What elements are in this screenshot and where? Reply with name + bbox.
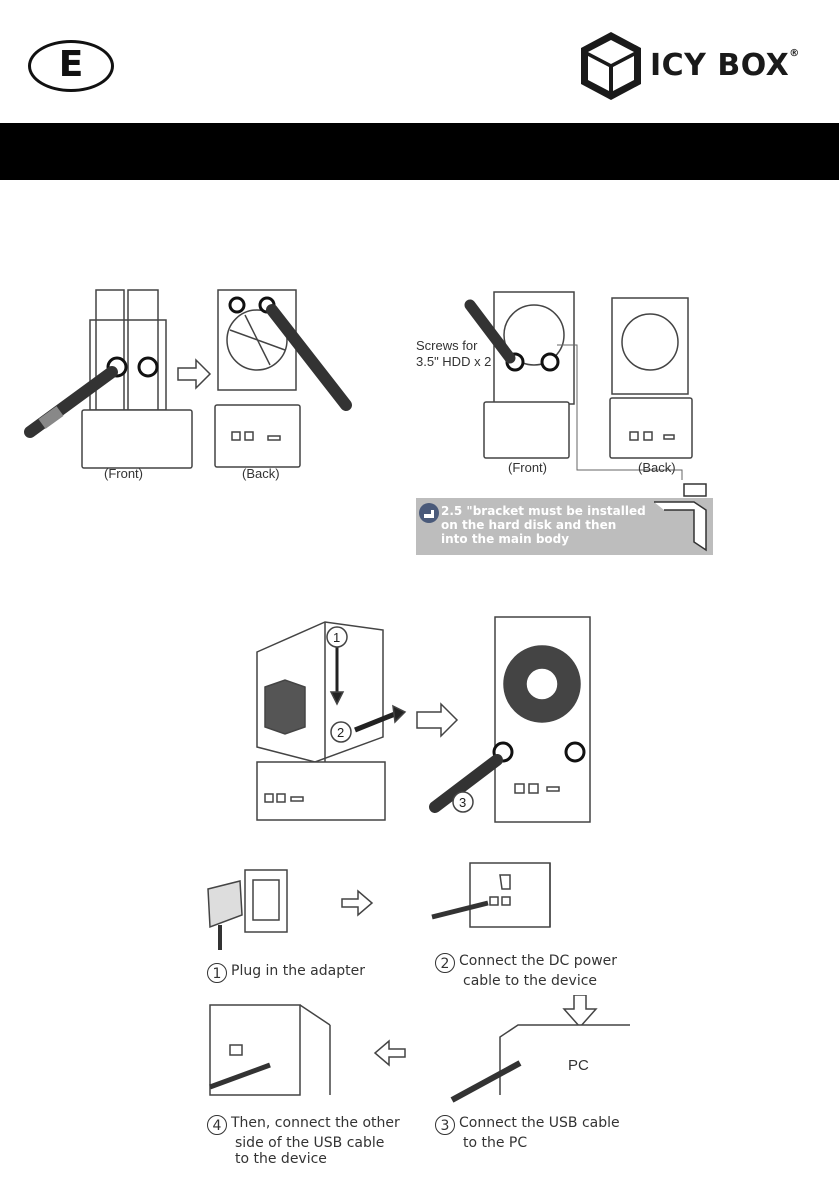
device-usb-port-image xyxy=(209,1004,331,1096)
language-badge: E xyxy=(28,40,114,92)
back-label: (Back) xyxy=(638,460,676,475)
step-number-3: 3 xyxy=(459,795,466,810)
pc-label: PC xyxy=(568,1057,589,1074)
connection-illustrations-top xyxy=(207,862,551,950)
arrow-right-icon xyxy=(416,702,459,738)
bracket-note-box: 2.5 "bracket must be installed on the ha… xyxy=(416,483,713,555)
enclosure-back-closed xyxy=(429,616,591,823)
bracket-image xyxy=(654,483,707,552)
front-label: (Front) xyxy=(104,466,143,481)
arrow-down-icon xyxy=(562,995,598,1029)
arrow-left-icon xyxy=(373,1039,406,1067)
device-dc-port-image xyxy=(431,862,551,928)
cube-logo-icon xyxy=(581,32,641,100)
language-code: E xyxy=(58,44,84,85)
connection-illustrations-bottom: PC xyxy=(209,995,630,1103)
bracket-note-text: 2.5 "bracket must be installed on the ha… xyxy=(441,504,646,546)
screws-label-line2: 3.5" HDD x 2 xyxy=(416,354,491,369)
screws-label-line1: Screws for xyxy=(416,338,478,353)
enclosure-front-open xyxy=(464,291,683,480)
pointing-hand-icon xyxy=(419,503,439,523)
enclosure-front-view xyxy=(24,289,193,469)
enclosure-back-view xyxy=(214,289,352,468)
section-header-bar xyxy=(0,123,839,180)
step-number-1: 1 xyxy=(333,630,340,645)
power-adapter-image xyxy=(207,869,288,950)
brand-logo: ICY BOX® xyxy=(578,30,814,102)
back-label: (Back) xyxy=(242,466,280,481)
enclosure-cover-sliding xyxy=(256,621,407,821)
pc-image xyxy=(450,1024,630,1103)
language-badge-oval xyxy=(28,40,114,92)
figure-remove-screws: (Front) (Back) xyxy=(24,289,352,481)
enclosure-back-closed xyxy=(609,297,693,459)
front-label: (Front) xyxy=(508,460,547,475)
arrow-right-icon xyxy=(341,889,374,917)
figure-close-enclosure: 1 2 3 xyxy=(256,616,591,823)
brand-name: ICY BOX® xyxy=(650,48,800,83)
arrow-right-icon xyxy=(177,358,212,390)
step-number-2: 2 xyxy=(337,725,344,740)
figure-install-3-5-hdd: Screws for 3.5" HDD x 2 (Front) (Back) xyxy=(416,291,693,480)
